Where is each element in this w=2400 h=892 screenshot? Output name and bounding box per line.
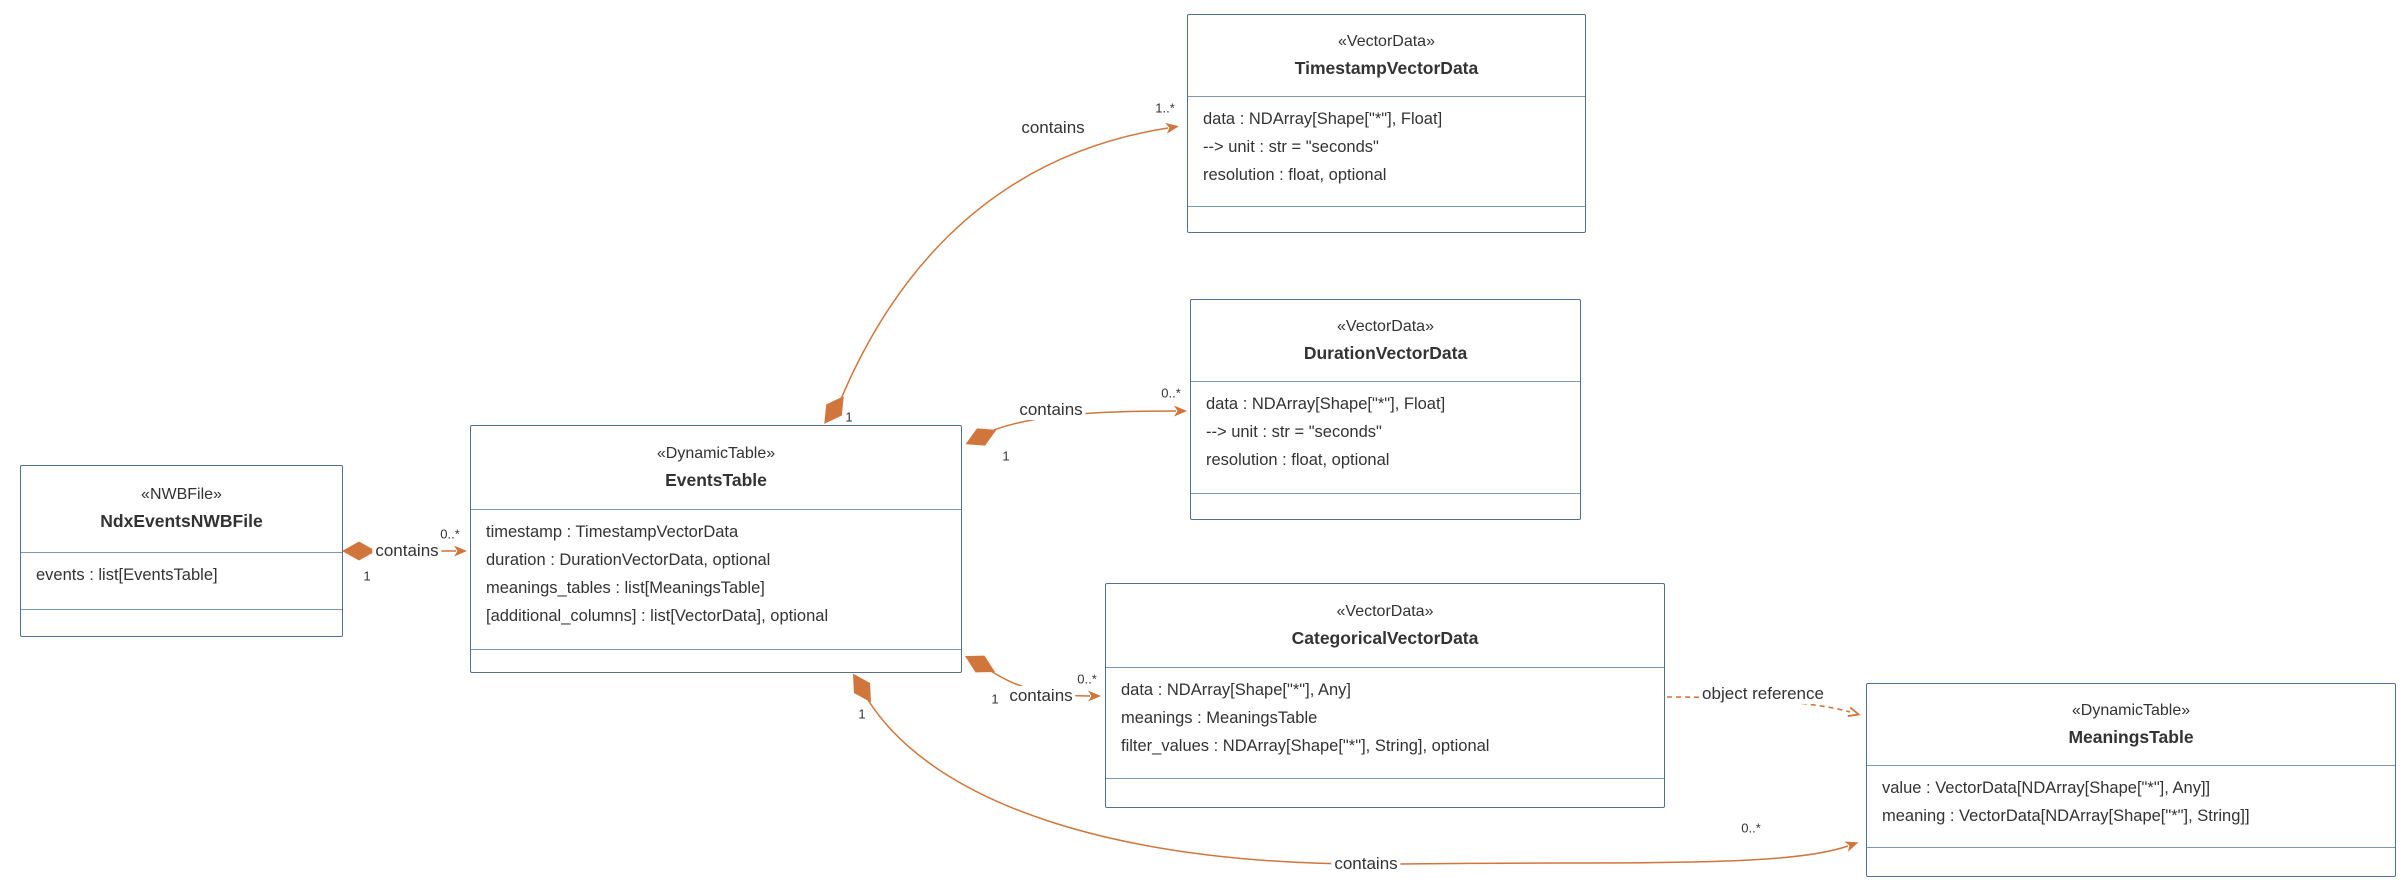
class-box-ndxeventsnwbfile: «NWBFile» NdxEventsNWBFile events : list… (20, 465, 343, 637)
multiplicity-target: 0..* (1741, 820, 1761, 836)
multiplicity-source: 1 (991, 691, 999, 707)
class-name: CategoricalVectorData (1291, 627, 1479, 648)
multiplicity-target: 1..* (1155, 100, 1175, 116)
class-attribute: meanings_tables : list[MeaningsTable] (486, 579, 765, 597)
class-footer-empty (1188, 206, 1585, 232)
edge-label-contains-eventstable-categorical: contains (1006, 686, 1076, 706)
class-stereotype: «VectorData» (1336, 602, 1434, 620)
multiplicity-source: 1 (845, 409, 853, 425)
class-attributes: data : NDArray[Shape["*"], Any] meanings … (1106, 667, 1664, 778)
class-header: «DynamicTable» EventsTable (471, 426, 961, 509)
composition-diamond (342, 541, 376, 561)
edge-label-contains-eventstable-duration: contains (1016, 400, 1086, 420)
class-attribute: --> unit : str = "seconds" (1206, 423, 1382, 441)
class-box-timestampvectordata: «VectorData» TimestampVectorData data : … (1187, 14, 1586, 233)
class-attribute: filter_values : NDArray[Shape["*"], Stri… (1121, 737, 1490, 755)
class-attributes: timestamp : TimestampVectorData duration … (471, 509, 961, 649)
class-attribute: data : NDArray[Shape["*"], Float] (1203, 110, 1443, 128)
edge-label-contains-eventstable-meanings: contains (1331, 854, 1401, 874)
class-box-eventstable: «DynamicTable» EventsTable timestamp : T… (470, 425, 962, 673)
class-footer-empty (1106, 778, 1664, 807)
class-attributes: value : VectorData[NDArray[Shape["*"], A… (1867, 765, 2395, 847)
class-attribute: resolution : float, optional (1203, 166, 1387, 184)
edge-objectreference-categoricalvectordata-meaningstable (1666, 696, 1861, 717)
class-attribute: meaning : VectorData[NDArray[Shape["*"],… (1882, 807, 2250, 825)
class-stereotype: «DynamicTable» (656, 444, 776, 462)
class-name: TimestampVectorData (1294, 57, 1479, 78)
multiplicity-source: 1 (363, 568, 371, 584)
class-stereotype: «DynamicTable» (2071, 701, 2191, 719)
multiplicity-source: 1 (858, 706, 866, 722)
class-header: «DynamicTable» MeaningsTable (1867, 684, 2395, 765)
class-attribute: duration : DurationVectorData, optional (486, 551, 771, 569)
multiplicity-target: 0..* (1077, 671, 1097, 687)
class-attribute: [additional_columns] : list[VectorData],… (486, 607, 829, 625)
class-stereotype: «VectorData» (1338, 32, 1435, 50)
class-footer-empty (1191, 493, 1580, 519)
class-box-meaningstable: «DynamicTable» MeaningsTable value : Vec… (1866, 683, 2396, 877)
class-name: NdxEventsNWBFile (100, 511, 263, 531)
class-header: «NWBFile» NdxEventsNWBFile (21, 466, 342, 552)
composition-diamond (964, 655, 996, 673)
composition-diamond (852, 673, 872, 703)
class-attribute: resolution : float, optional (1206, 451, 1390, 469)
class-footer-empty (21, 609, 342, 636)
composition-diamond (965, 428, 997, 446)
class-footer-empty (471, 649, 961, 672)
multiplicity-target: 0..* (440, 526, 460, 542)
class-attributes: events : list[EventsTable] (21, 552, 342, 609)
class-box-durationvectordata: «VectorData» DurationVectorData data : N… (1190, 299, 1581, 520)
class-attributes: data : NDArray[Shape["*"], Float] --> uni… (1188, 96, 1585, 206)
class-name: DurationVectorData (1303, 342, 1468, 363)
class-attribute: data : NDArray[Shape["*"], Float] (1206, 395, 1446, 413)
class-attribute: meanings : MeaningsTable (1121, 709, 1318, 727)
class-footer-empty (1867, 847, 2395, 876)
class-attribute: events : list[EventsTable] (36, 566, 218, 584)
class-name: EventsTable (665, 469, 767, 490)
edge-label-contains-eventstable-timestamp: contains (1018, 118, 1088, 138)
class-name: MeaningsTable (2068, 726, 2194, 747)
class-header: «VectorData» DurationVectorData (1191, 300, 1580, 381)
multiplicity-source: 1 (1002, 448, 1010, 464)
multiplicity-target: 0..* (1161, 385, 1181, 401)
edge-label-object-reference: object reference (1699, 684, 1827, 704)
class-stereotype: «NWBFile» (141, 486, 222, 503)
edge-contains-eventstable-timestampvectordata (840, 122, 1179, 400)
class-attributes: data : NDArray[Shape["*"], Float] --> uni… (1191, 381, 1580, 493)
class-attribute: value : VectorData[NDArray[Shape["*"], A… (1882, 779, 2211, 797)
composition-diamond (824, 396, 844, 424)
class-box-categoricalvectordata: «VectorData» CategoricalVectorData data … (1105, 583, 1665, 808)
class-header: «VectorData» CategoricalVectorData (1106, 584, 1664, 667)
class-stereotype: «VectorData» (1337, 317, 1434, 335)
class-attribute: timestamp : TimestampVectorData (486, 523, 739, 541)
class-attribute: --> unit : str = "seconds" (1203, 138, 1379, 156)
class-header: «VectorData» TimestampVectorData (1188, 15, 1585, 96)
class-attribute: data : NDArray[Shape["*"], Any] (1121, 681, 1351, 699)
edge-label-contains-nwbfile-eventstable: contains (372, 541, 442, 561)
